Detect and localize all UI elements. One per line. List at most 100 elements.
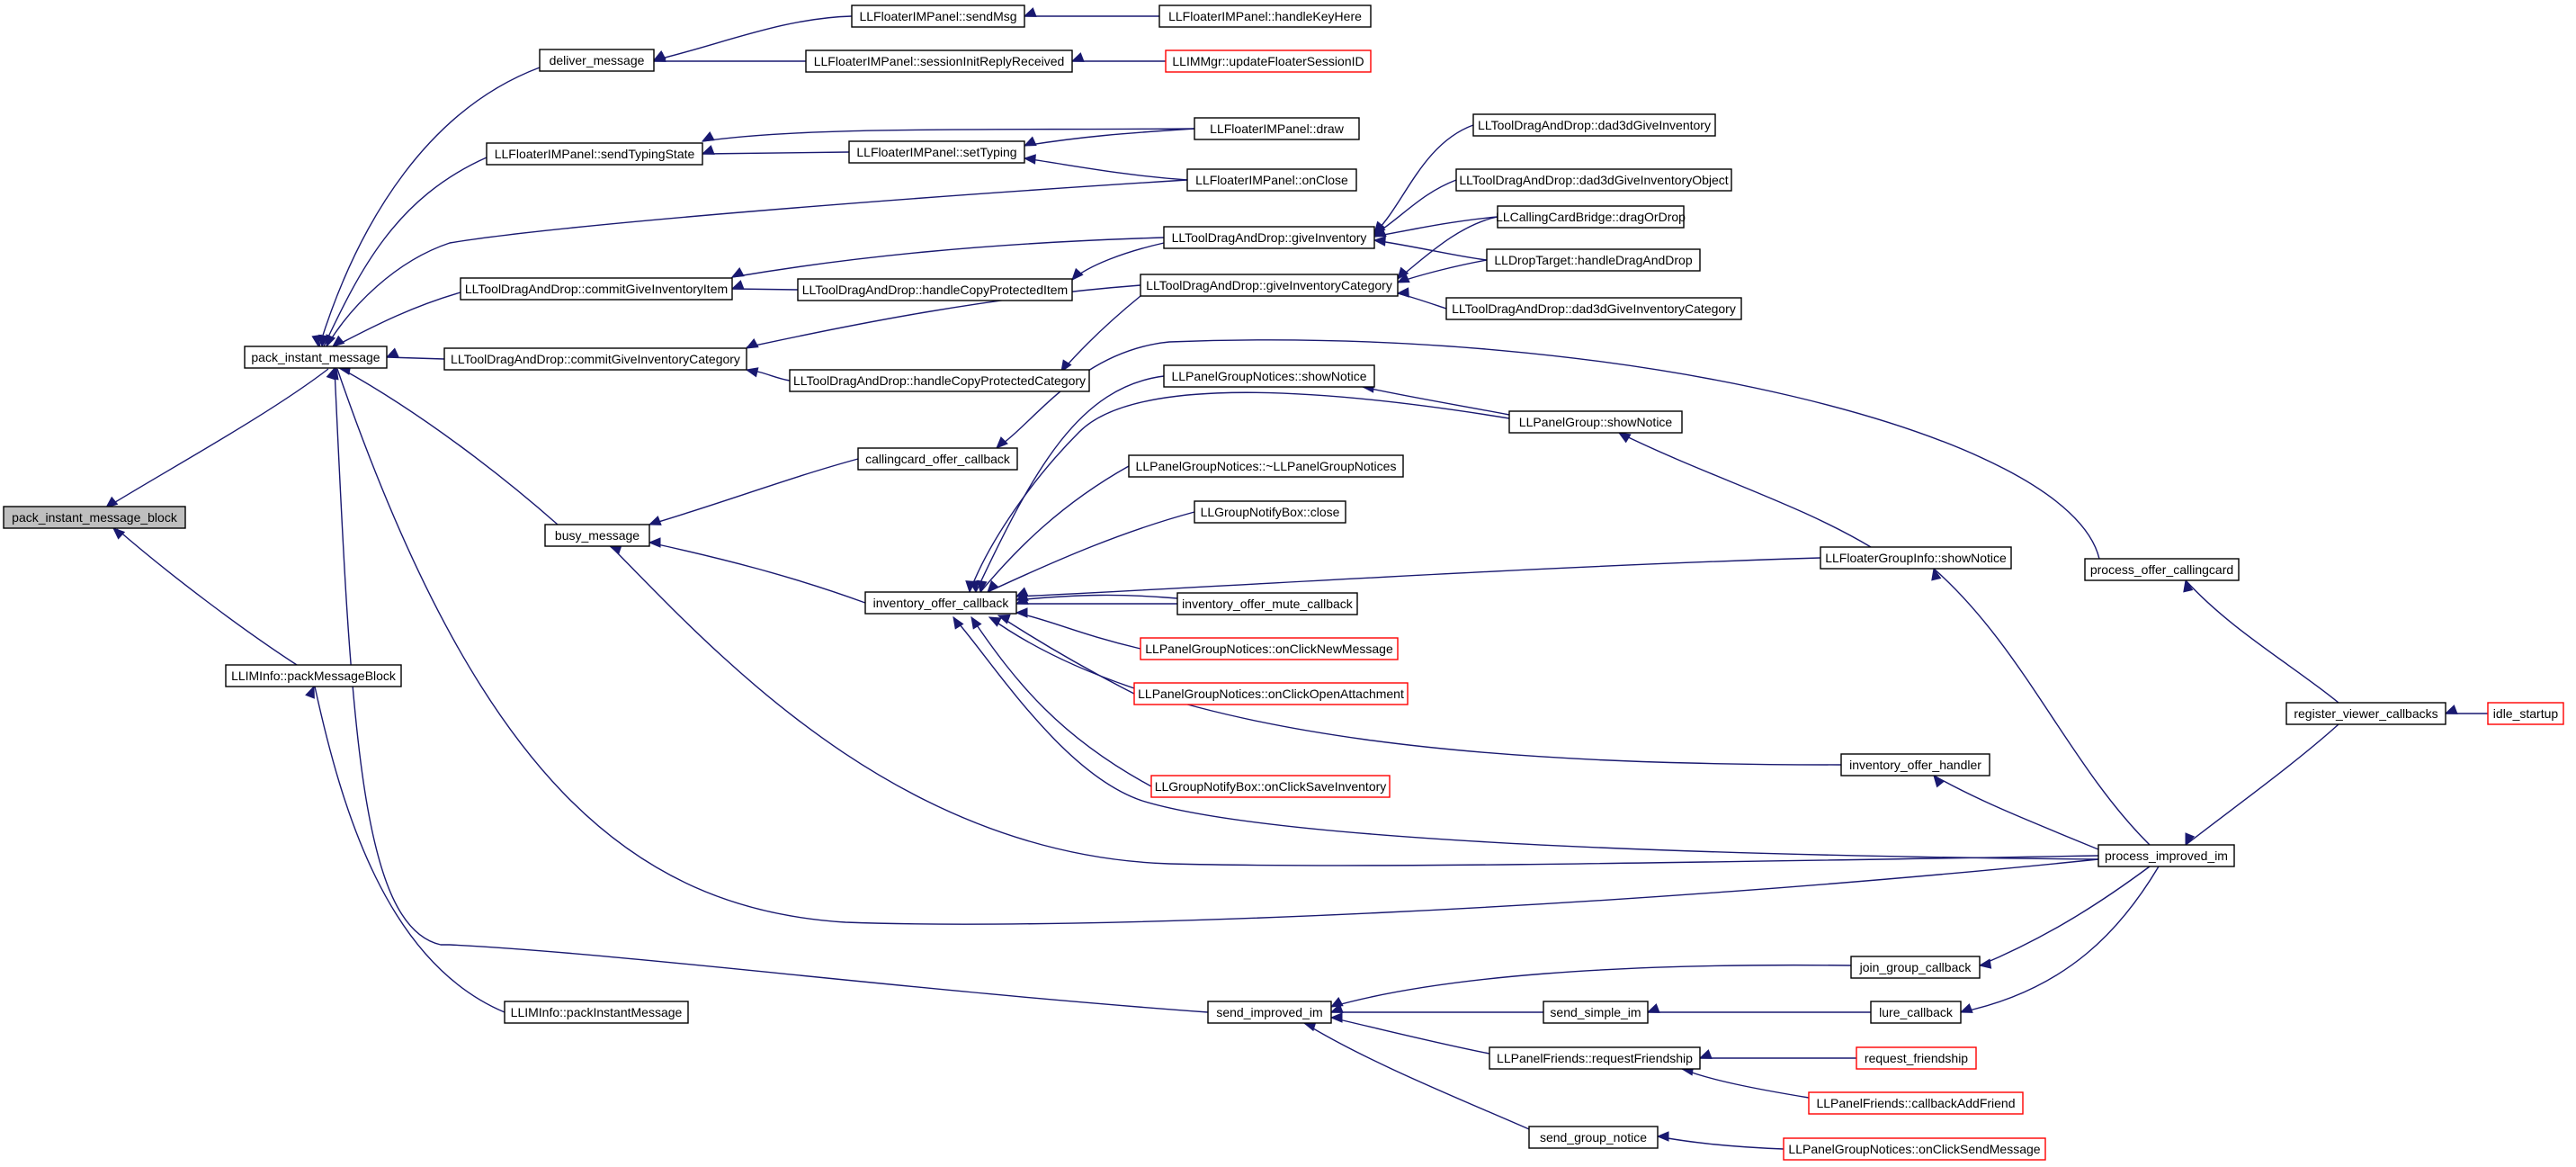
node-label: LLGroupNotifyBox::onClickSaveInventory <box>1155 779 1387 794</box>
graph-node[interactable]: join_group_callback <box>1850 956 1981 979</box>
graph-node[interactable]: process_improved_im <box>2097 844 2235 867</box>
graph-node[interactable]: busy_message <box>544 524 650 547</box>
graph-node[interactable]: LLToolDragAndDrop::dad3dGiveInventory <box>1472 113 1716 137</box>
graph-node[interactable]: inventory_offer_mute_callback <box>1176 592 1358 615</box>
edge-arrowhead <box>730 280 745 290</box>
call-edge <box>731 237 1165 278</box>
graph-node[interactable]: pack_instant_message_block <box>3 506 186 529</box>
graph-node[interactable]: LLCallingCardBridge::dragOrDrop <box>1496 205 1686 229</box>
node-label: LLPanelGroupNotices::onClickSendMessage <box>1788 1142 2040 1156</box>
node-label: LLPanelGroup::showNotice <box>1519 415 1673 429</box>
graph-node[interactable]: LLDropTarget::handleDragAndDrop <box>1486 248 1701 272</box>
call-edge <box>1657 1136 1784 1150</box>
graph-node[interactable]: pack_instant_message <box>244 346 388 369</box>
graph-node[interactable]: idle_startup <box>2487 702 2564 725</box>
node-box <box>789 369 1090 392</box>
node-box <box>1194 500 1346 524</box>
graph-node[interactable]: register_viewer_callbacks <box>2285 702 2446 725</box>
call-edge <box>975 375 1165 593</box>
graph-node[interactable]: LLFloaterIMPanel::onClose <box>1186 168 1357 192</box>
node-box <box>1165 49 1372 73</box>
node-box <box>1158 4 1372 28</box>
graph-node[interactable]: LLIMMgr::updateFloaterSessionID <box>1165 49 1372 73</box>
graph-node[interactable]: send_improved_im <box>1207 1001 1332 1024</box>
edge-arrowhead <box>997 614 1011 624</box>
call-edge <box>1979 866 2151 966</box>
graph-node[interactable]: send_group_notice <box>1528 1126 1659 1149</box>
node-label: LLIMInfo::packMessageBlock <box>231 669 397 683</box>
node-label: LLFloaterIMPanel::sendMsg <box>859 9 1016 23</box>
graph-node[interactable]: LLGroupNotifyBox::close <box>1194 500 1346 524</box>
node-label: LLGroupNotifyBox::close <box>1201 505 1340 519</box>
call-edge <box>2185 579 2339 704</box>
node-label: LLIMInfo::packInstantMessage <box>511 1005 683 1019</box>
graph-node[interactable]: LLPanelGroupNotices::showNotice <box>1163 364 1375 388</box>
graph-node[interactable]: LLPanelFriends::requestFriendship <box>1489 1046 1701 1070</box>
graph-node[interactable]: LLFloaterIMPanel::setTyping <box>848 140 1025 164</box>
call-edge <box>702 128 1195 142</box>
graph-node[interactable]: lure_callback <box>1870 1001 1962 1024</box>
edge-arrowhead <box>1329 1012 1343 1023</box>
call-edge <box>1060 295 1141 373</box>
graph-node[interactable]: LLFloaterIMPanel::handleKeyHere <box>1158 4 1372 28</box>
graph-node[interactable]: LLFloaterIMPanel::draw <box>1194 117 1360 140</box>
node-label: inventory_offer_callback <box>873 596 1010 610</box>
graph-node[interactable]: inventory_offer_callback <box>864 591 1017 615</box>
graph-node[interactable]: LLIMInfo::packInstantMessage <box>504 1001 689 1024</box>
graph-node[interactable]: LLToolDragAndDrop::giveInventory <box>1163 226 1375 249</box>
node-label: LLDropTarget::handleDragAndDrop <box>1494 253 1692 267</box>
graph-node[interactable]: LLToolDragAndDrop::dad3dGiveInventoryCat… <box>1445 297 1742 320</box>
node-label: idle_startup <box>2493 706 2559 721</box>
edge-arrowhead <box>1933 774 1945 788</box>
graph-node[interactable]: LLToolDragAndDrop::dad3dGiveInventoryObj… <box>1455 168 1732 192</box>
node-box <box>857 447 1018 471</box>
node-box <box>539 49 655 72</box>
graph-node[interactable]: LLPanelGroupNotices::~LLPanelGroupNotice… <box>1128 454 1404 478</box>
graph-node[interactable]: LLToolDragAndDrop::handleCopyProtectedCa… <box>789 369 1090 392</box>
edge-arrowhead <box>305 685 315 699</box>
node-box <box>1163 226 1375 249</box>
graph-node[interactable]: LLPanelGroupNotices::onClickNewMessage <box>1140 637 1399 660</box>
graph-node[interactable]: LLPanelGroupNotices::onClickSendMessage <box>1783 1137 2046 1161</box>
graph-node[interactable]: request_friendship <box>1856 1046 1977 1070</box>
call-edge <box>1618 432 1872 548</box>
node-box <box>2097 844 2235 867</box>
call-edge <box>1681 1068 1810 1099</box>
call-edge <box>1373 124 1474 234</box>
edge-arrowhead <box>331 335 345 347</box>
graph-node[interactable]: LLIMInfo::packMessageBlock <box>225 664 402 687</box>
graph-node[interactable]: send_simple_im <box>1543 1001 1649 1024</box>
graph-node[interactable]: callingcard_offer_callback <box>857 447 1018 471</box>
node-label: LLToolDragAndDrop::handleCopyProtectedCa… <box>793 373 1086 388</box>
node-label: LLToolDragAndDrop::dad3dGiveInventoryCat… <box>1452 301 1736 316</box>
edge-arrowhead <box>1396 287 1409 298</box>
graph-node[interactable]: LLToolDragAndDrop::commitGiveInventoryCa… <box>443 347 747 371</box>
graph-node[interactable]: LLGroupNotifyBox::onClickSaveInventory <box>1150 775 1391 798</box>
graph-node[interactable]: LLPanelGroup::showNotice <box>1508 410 1683 434</box>
node-label: LLFloaterIMPanel::setTyping <box>856 145 1016 159</box>
node-label: register_viewer_callbacks <box>2294 706 2437 721</box>
edge-arrowhead <box>1070 52 1085 62</box>
graph-node[interactable]: process_offer_callingcard <box>2084 558 2240 581</box>
graph-node[interactable]: LLFloaterGroupInfo::showNotice <box>1820 546 2012 570</box>
edge-arrowhead <box>1071 267 1084 281</box>
graph-node[interactable]: LLToolDragAndDrop::commitGiveInventoryIt… <box>460 277 733 301</box>
graph-node[interactable]: LLFloaterIMPanel::sessionInitReplyReceiv… <box>805 49 1073 73</box>
edge-arrowhead <box>1015 591 1029 601</box>
graph-node[interactable]: LLFloaterIMPanel::sendMsg <box>851 4 1025 28</box>
node-box <box>1783 1137 2046 1161</box>
call-edge <box>334 368 1209 1013</box>
call-edge <box>334 292 461 347</box>
node-label: LLToolDragAndDrop::commitGiveInventoryCa… <box>451 352 740 366</box>
graph-node[interactable]: LLFloaterIMPanel::sendTypingState <box>486 142 703 166</box>
edge-arrowhead <box>1060 359 1072 373</box>
graph-node[interactable]: inventory_offer_handler <box>1840 753 1990 777</box>
node-box <box>1445 297 1742 320</box>
graph-node[interactable]: LLPanelFriends::callbackAddFriend <box>1808 1091 2024 1115</box>
graph-node[interactable]: LLToolDragAndDrop::handleCopyProtectedIt… <box>797 278 1073 301</box>
graph-node[interactable]: LLPanelGroupNotices::onClickOpenAttachme… <box>1133 682 1409 705</box>
graph-node[interactable]: LLToolDragAndDrop::giveInventoryCategory <box>1140 274 1399 297</box>
graph-node[interactable]: deliver_message <box>539 49 655 72</box>
edge-arrowhead <box>1617 432 1632 444</box>
